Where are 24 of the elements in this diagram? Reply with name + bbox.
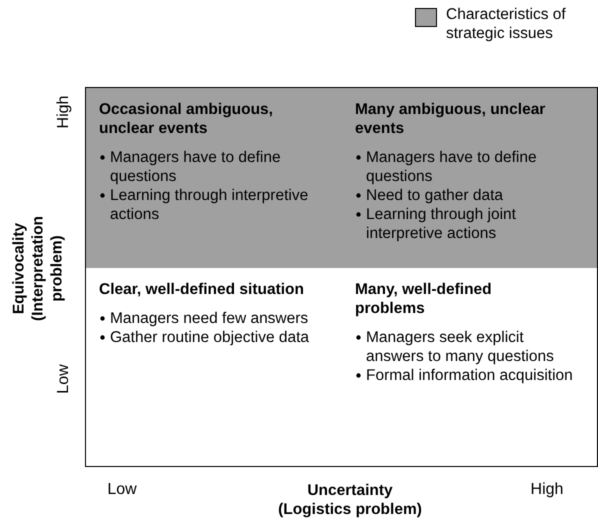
axis-title: Uncertainty (Logistics problem) bbox=[277, 481, 423, 519]
axis-tick-label: Low bbox=[55, 363, 73, 396]
bullet-item: Formal information acquisition bbox=[366, 366, 574, 385]
matrix-cell bbox=[85, 87, 338, 269]
matrix-cell bbox=[85, 268, 338, 467]
cell-heading: Many, well-defined problems bbox=[355, 280, 493, 318]
bullet-item: Need to gather data bbox=[366, 186, 504, 205]
bullet-item: Managers have to define questions bbox=[366, 148, 538, 186]
matrix-cell bbox=[337, 87, 598, 269]
bullet-item: Gather routine objective data bbox=[110, 328, 310, 347]
matrix-cell bbox=[337, 268, 598, 467]
axis-tick-label: Low bbox=[106, 481, 138, 499]
bullet-item: Managers have to define questions bbox=[110, 148, 282, 186]
cell-heading: Many ambiguous, unclear events bbox=[355, 100, 546, 138]
cell-heading: Occasional ambiguous, unclear events bbox=[99, 100, 274, 138]
bullet-item: Learning through joint interpretive actions bbox=[366, 205, 517, 243]
axis-tick-label: High bbox=[55, 94, 73, 130]
bullet-item: Managers seek explicit answers to many questions bbox=[366, 328, 555, 366]
axis-tick-label: High bbox=[530, 481, 564, 499]
axis-title: Equivocality (Interpretation problem) bbox=[10, 214, 66, 324]
bullet-item: Learning through interpretive actions bbox=[110, 186, 310, 224]
bullet-item: Managers need few answers bbox=[110, 309, 310, 328]
legend-label: Characteristics of strategic issues bbox=[446, 5, 567, 43]
cell-heading: Clear, well-defined situation bbox=[99, 280, 305, 299]
